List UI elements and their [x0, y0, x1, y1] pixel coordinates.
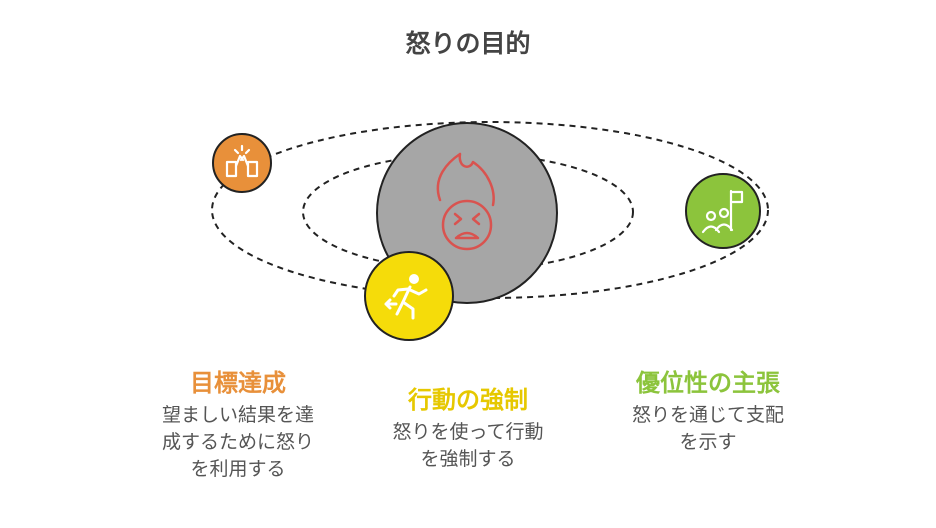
- dominance-desc: 怒りを通じて支配 を示す: [588, 402, 828, 456]
- high-five-icon: [225, 144, 259, 178]
- outer-orbit: [211, 121, 769, 299]
- goal-achievement-desc: 望ましい結果を達 成するために怒り を利用する: [118, 402, 358, 483]
- action-node: [364, 251, 454, 341]
- goal-achievement-title: 目標達成: [190, 369, 286, 397]
- goal-achievement-item: 目標達成 望ましい結果を達 成するために怒り を利用する: [118, 368, 358, 483]
- desc-line: を示す: [679, 431, 737, 453]
- dominance-item: 優位性の主張 怒りを通じて支配 を示す: [588, 368, 828, 456]
- running-person-icon: [384, 274, 428, 320]
- coerce-action-item: 行動の強制 怒りを使って行動 を強制する: [348, 385, 588, 473]
- desc-line: 望ましい結果を達: [161, 404, 314, 426]
- desc-line: 成するために怒り: [161, 431, 314, 453]
- coerce-action-desc: 怒りを使って行動 を強制する: [348, 419, 588, 473]
- goal-node: [212, 133, 272, 193]
- desc-line: を強制する: [420, 448, 516, 470]
- desc-line: を利用する: [190, 458, 286, 480]
- desc-line: 怒りを通じて支配: [631, 404, 784, 426]
- angry-face-flame-icon: [436, 152, 495, 251]
- people-flag-icon: [701, 189, 744, 234]
- diagram-title: 怒りの目的: [405, 29, 531, 58]
- dominance-node: [685, 173, 761, 249]
- dominance-title: 優位性の主張: [636, 369, 780, 397]
- coerce-action-title: 行動の強制: [408, 386, 528, 414]
- desc-line: 怒りを使って行動: [392, 421, 544, 443]
